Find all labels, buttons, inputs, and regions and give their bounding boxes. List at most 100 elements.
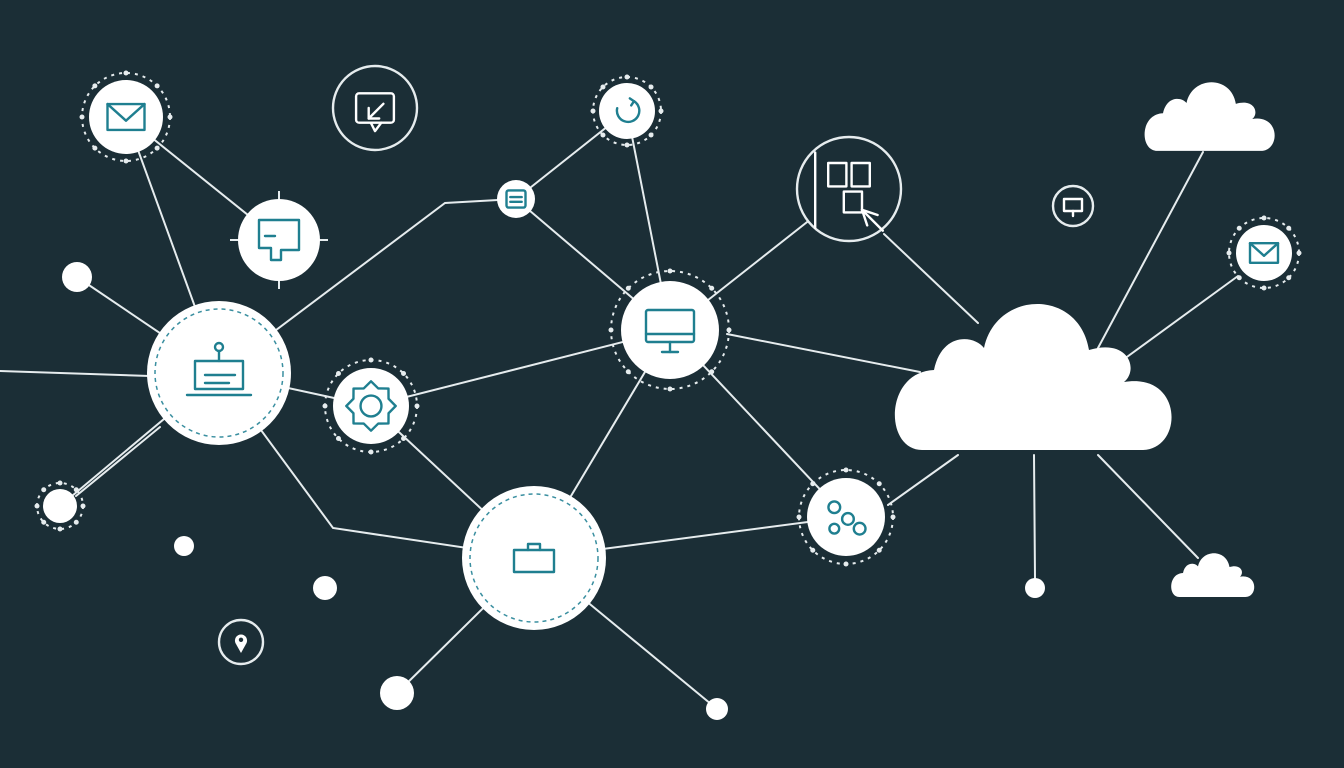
edge-cloud-main-email-right xyxy=(1119,275,1239,363)
node-disc xyxy=(807,478,885,556)
ring-bead xyxy=(625,285,631,291)
cloud-icon xyxy=(1171,553,1255,597)
edge-network-cloud-main xyxy=(887,454,959,506)
ring-bead xyxy=(1261,285,1267,291)
node-disc xyxy=(1236,225,1292,281)
ring-bead xyxy=(57,480,63,486)
node-tablet[interactable] xyxy=(331,64,419,152)
node-cloud-top[interactable] xyxy=(1144,82,1275,151)
ring-bead xyxy=(167,114,173,120)
map-pin-icon xyxy=(234,634,248,653)
node-monitor[interactable] xyxy=(608,268,732,392)
node-dot-g[interactable] xyxy=(1025,578,1045,598)
ring-bead xyxy=(843,561,849,567)
node-email-right[interactable] xyxy=(1226,215,1302,291)
ring-bead xyxy=(1226,250,1232,256)
ring-bead xyxy=(92,145,98,151)
document-icon xyxy=(505,189,527,209)
node-disc xyxy=(462,486,606,630)
gear-icon xyxy=(345,380,397,432)
node-disc xyxy=(380,676,414,710)
node-disc xyxy=(147,301,291,445)
ring-bead xyxy=(600,132,606,138)
node-laptop[interactable] xyxy=(147,301,291,445)
node-sync[interactable] xyxy=(590,74,664,148)
screen-panel-icon xyxy=(257,218,301,262)
ring-bead xyxy=(123,70,129,76)
node-disc xyxy=(89,80,163,154)
ring-bead xyxy=(810,547,816,553)
ring-bead xyxy=(709,369,715,375)
edge-monitor-cloud-main xyxy=(726,333,921,373)
edge-offscreen-laptop xyxy=(0,370,151,377)
edge-cloud-main-dot-g xyxy=(1033,454,1036,579)
ring-bead xyxy=(401,370,407,376)
ring-bead xyxy=(73,519,79,525)
node-email-left[interactable] xyxy=(79,70,173,164)
node-disc xyxy=(313,576,337,600)
ring-bead xyxy=(624,74,630,80)
node-dot-d[interactable] xyxy=(313,576,337,600)
ring-bead xyxy=(709,285,715,291)
inner-dash-ring xyxy=(154,308,284,438)
node-network[interactable] xyxy=(796,467,896,567)
edge-connector-cloud-main xyxy=(883,233,979,324)
monitor-small-icon xyxy=(1062,197,1084,218)
edge-cloud-main-cloud-top xyxy=(1097,151,1204,349)
node-location[interactable] xyxy=(217,618,265,666)
node-doc-chip[interactable] xyxy=(497,180,535,218)
node-disc xyxy=(497,180,535,218)
node-dot-b[interactable] xyxy=(34,480,86,532)
ring-bead xyxy=(322,403,328,409)
ring-bead xyxy=(123,158,129,164)
node-dot-a[interactable] xyxy=(62,262,92,292)
ring-bead xyxy=(154,145,160,151)
node-disc xyxy=(333,368,409,444)
ring-bead xyxy=(154,83,160,89)
ring-bead xyxy=(876,547,882,553)
monitor-icon xyxy=(644,308,696,354)
briefcase-icon xyxy=(512,542,556,574)
ring-bead xyxy=(41,487,47,493)
node-outline xyxy=(1051,184,1095,228)
node-dot-e[interactable] xyxy=(380,676,414,710)
cloud-icon xyxy=(894,304,1172,450)
node-outline xyxy=(331,64,419,152)
ring-bead xyxy=(1236,225,1242,231)
ring-bead xyxy=(92,83,98,89)
ring-bead xyxy=(335,370,341,376)
edge-gear-monitor xyxy=(370,329,671,407)
ring-bead xyxy=(648,84,654,90)
node-panel[interactable] xyxy=(230,191,328,289)
node-connector[interactable] xyxy=(795,135,903,243)
node-monitor-small[interactable] xyxy=(1051,184,1095,228)
ring-bead xyxy=(34,503,40,509)
edge-cloud-main-cloud-small xyxy=(1097,454,1199,559)
node-dot-c[interactable] xyxy=(174,536,194,556)
refresh-icon xyxy=(615,97,641,124)
ring-bead xyxy=(401,436,407,442)
ring-bead xyxy=(648,132,654,138)
node-cloud-main[interactable] xyxy=(894,304,1172,450)
node-disc xyxy=(238,199,320,281)
connection-lines xyxy=(0,110,1239,710)
node-disc xyxy=(43,489,77,523)
ring-bead xyxy=(368,449,374,455)
ring-bead xyxy=(1296,250,1302,256)
ring-bead xyxy=(810,481,816,487)
edge-laptop-doc-chip xyxy=(218,198,517,374)
ring-bead xyxy=(890,514,896,520)
ring-bead xyxy=(796,514,802,520)
cloud-icon xyxy=(1144,82,1275,151)
ring-bead xyxy=(414,403,420,409)
ring-bead xyxy=(1286,275,1292,281)
node-gear[interactable] xyxy=(322,357,420,455)
node-dot-f[interactable] xyxy=(706,698,728,720)
ring-bead xyxy=(608,327,614,333)
ring-bead xyxy=(368,357,374,363)
node-cloud-small[interactable] xyxy=(1171,553,1255,597)
node-disc xyxy=(62,262,92,292)
node-briefcase[interactable] xyxy=(462,486,606,630)
node-disc xyxy=(599,83,655,139)
